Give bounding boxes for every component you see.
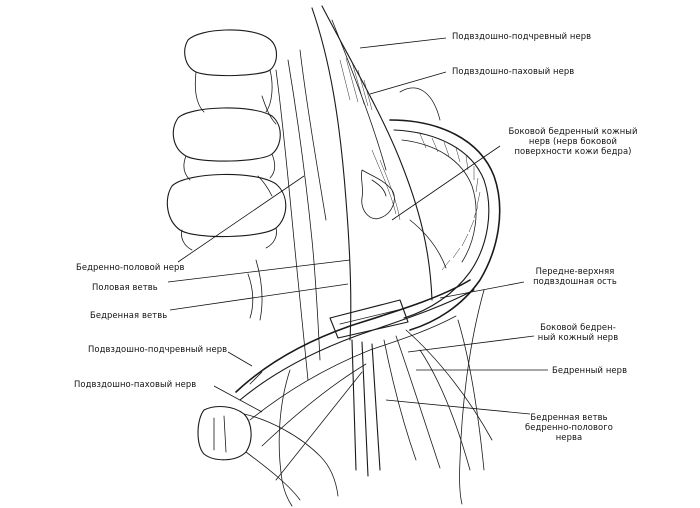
label-iliohypogastric-top: Подвздошно-подчревный нерв (452, 31, 592, 41)
iliac-crest (389, 87, 501, 331)
leader-ilioinguinal-bottom (213, 385, 263, 413)
label-line: нерв (нерв боковой (528, 136, 618, 146)
label-genital-branch: Половая ветвь (92, 282, 158, 292)
leader-asis (439, 281, 525, 299)
label-femoral-nerve: Бедренный нерв (552, 365, 628, 375)
psoas-muscle (275, 5, 433, 381)
label-lateral-cutaneous-bottom: Боковой бедрен- ный кожный нерв (530, 322, 626, 342)
label-genitofemoral: Бедренно-половой нерв (76, 262, 185, 272)
label-femoral-branch-gf: Бедренная ветвь бедренно-полового нерва (514, 412, 624, 442)
label-ilioinguinal-top: Подвздошно-паховый нерв (452, 66, 575, 76)
label-lateral-cutaneous-top: Боковой бедренный кожный нерв (нерв боко… (498, 126, 648, 156)
leader-iliohypogastric-top (359, 37, 447, 49)
vertebral-column (166, 29, 287, 251)
leader-genitofemoral (177, 175, 305, 263)
label-line: поверхности кожи бедра) (514, 146, 632, 156)
leader-femoral-branch (169, 283, 349, 311)
pubic-bone (197, 405, 339, 501)
thigh-outline (247, 259, 485, 507)
label-line: нерва (555, 432, 583, 442)
leader-iliohypogastric-bottom (227, 351, 253, 367)
label-line: Передне-верхняя (535, 266, 615, 276)
leader-lines (167, 37, 548, 415)
leader-lateral-cutaneous-top (391, 145, 501, 221)
leader-lateral-cutaneous-bottom (407, 335, 535, 353)
label-line: подвздошная ость (533, 276, 617, 286)
leader-ilioinguinal-top (369, 71, 447, 95)
label-line: Бедренная ветвь (530, 412, 608, 422)
leader-femoral-branch-gf (385, 399, 531, 415)
label-line: Боковой бедренный кожный (508, 126, 638, 136)
label-line: бедренно-полового (524, 422, 614, 432)
label-femoral-branch: Бедренная ветвь (90, 310, 168, 320)
label-line: ный кожный нерв (537, 332, 619, 342)
inguinal-region (235, 279, 493, 481)
leader-genital-branch (167, 259, 351, 283)
label-ilioinguinal-bottom: Подвздошно-паховый нерв (74, 379, 197, 389)
label-line: Боковой бедрен- (540, 322, 616, 332)
label-asis: Передне-верхняя подвздошная ость (520, 266, 630, 286)
label-iliohypogastric-bottom: Подвздошно-подчревный нерв (88, 344, 228, 354)
